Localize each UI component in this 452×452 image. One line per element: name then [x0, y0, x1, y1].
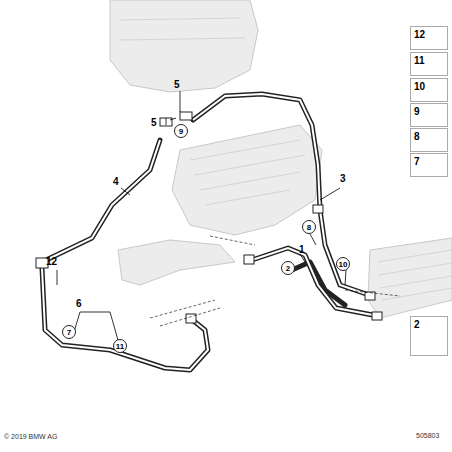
- callout-number: 9: [179, 127, 183, 136]
- part-box: 10: [410, 78, 448, 102]
- callout-number: 5: [151, 117, 157, 128]
- callout-number: 3: [340, 173, 346, 184]
- copyright-note: 505803: [416, 432, 439, 439]
- copyright-note: © 2019 BMW AG: [4, 433, 57, 440]
- callout-circle: 11: [113, 339, 127, 353]
- callout-number: 9: [411, 104, 447, 117]
- callout-number: 12: [46, 256, 57, 267]
- callout-circle: 9: [174, 124, 188, 138]
- callout-number: 12: [411, 27, 447, 40]
- callout-number: 6: [76, 298, 82, 309]
- part-box: 9: [410, 103, 448, 127]
- callout-number: 2: [286, 264, 290, 273]
- callout-number: 4: [113, 176, 119, 187]
- callout-number: 10: [411, 79, 447, 92]
- callout-circle: 2: [281, 261, 295, 275]
- part-box: 11: [410, 52, 448, 76]
- callout-number: 7: [411, 154, 447, 167]
- callout-number: 7: [67, 328, 71, 337]
- callout-number: 10: [339, 260, 348, 269]
- callout-number: 11: [411, 53, 447, 66]
- part-box: 2: [410, 316, 448, 356]
- callout-number: 1: [299, 244, 305, 255]
- callout-circle: 10: [336, 257, 350, 271]
- callout-circle: 8: [302, 220, 316, 234]
- part-box: 7: [410, 153, 448, 177]
- callout-number: 8: [411, 129, 447, 142]
- callout-number: 8: [307, 223, 311, 232]
- part-box: 12: [410, 26, 448, 50]
- callout-number: 5: [174, 79, 180, 90]
- part-box: 8: [410, 128, 448, 152]
- callout-circle: 7: [62, 325, 76, 339]
- callout-number: 11: [116, 342, 124, 351]
- callout-number: 2: [411, 317, 447, 330]
